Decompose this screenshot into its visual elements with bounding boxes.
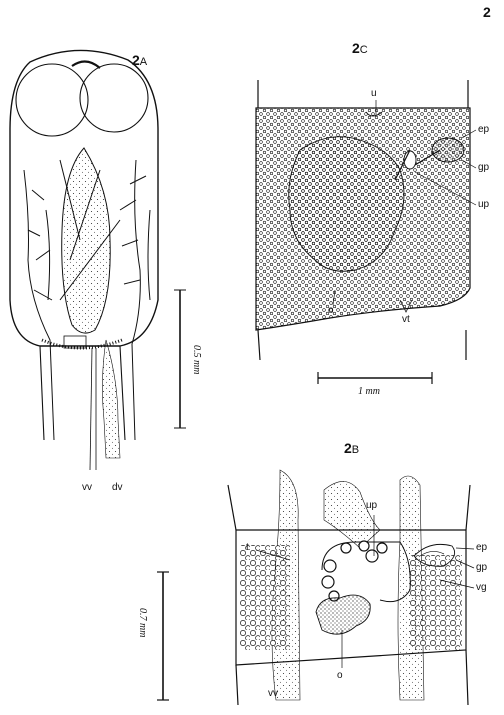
figure-2b-letter: B xyxy=(351,444,360,456)
figure-2b-label-up: up xyxy=(366,500,378,511)
figure-2c-label-u: u xyxy=(371,88,377,99)
figure-2c-label-vt: vt xyxy=(402,314,410,325)
figure-2c-label-up: up xyxy=(478,199,490,210)
figure-2b-label-vg: vg xyxy=(476,582,487,593)
figure-2c-label-ep: ep xyxy=(478,124,490,135)
figure-2a-drawing xyxy=(9,49,186,471)
figure-2a-label-dv: dv xyxy=(112,482,123,493)
figure-2a-number: 2 xyxy=(132,52,140,68)
figure-2b-label-ep: ep xyxy=(476,542,488,553)
figure-2a-label: 2A xyxy=(132,52,147,68)
figure-2c-label: 2C xyxy=(352,40,368,56)
figure-2c-number: 2 xyxy=(352,40,360,56)
figure-2b-number: 2 xyxy=(344,440,352,456)
figure-2a-scale-label: 0.5 mm xyxy=(191,345,202,375)
figure-2b-label-o: o xyxy=(337,670,343,681)
figure-2c-scale-label: 1 mm xyxy=(358,386,380,397)
figure-2c-drawing xyxy=(255,80,477,384)
figure-2b-scale-label: 0.7 mm xyxy=(137,608,148,638)
figure-2b-label-gp: gp xyxy=(476,562,488,573)
figure-2a-label-vv: vv xyxy=(82,482,92,493)
figure-2a-letter: A xyxy=(139,56,148,68)
figure-2b-drawing xyxy=(157,469,475,706)
figure-2c-label-o: o xyxy=(328,305,334,316)
plate-number: 2 xyxy=(483,4,491,20)
figure-2b-label: 2B xyxy=(344,440,359,456)
figure-2b-label-t: t xyxy=(246,542,249,553)
figure-2c-letter: C xyxy=(359,44,368,56)
figure-2c-label-gp: gp xyxy=(478,162,490,173)
figure-2b-label-vv: vv xyxy=(268,688,278,699)
